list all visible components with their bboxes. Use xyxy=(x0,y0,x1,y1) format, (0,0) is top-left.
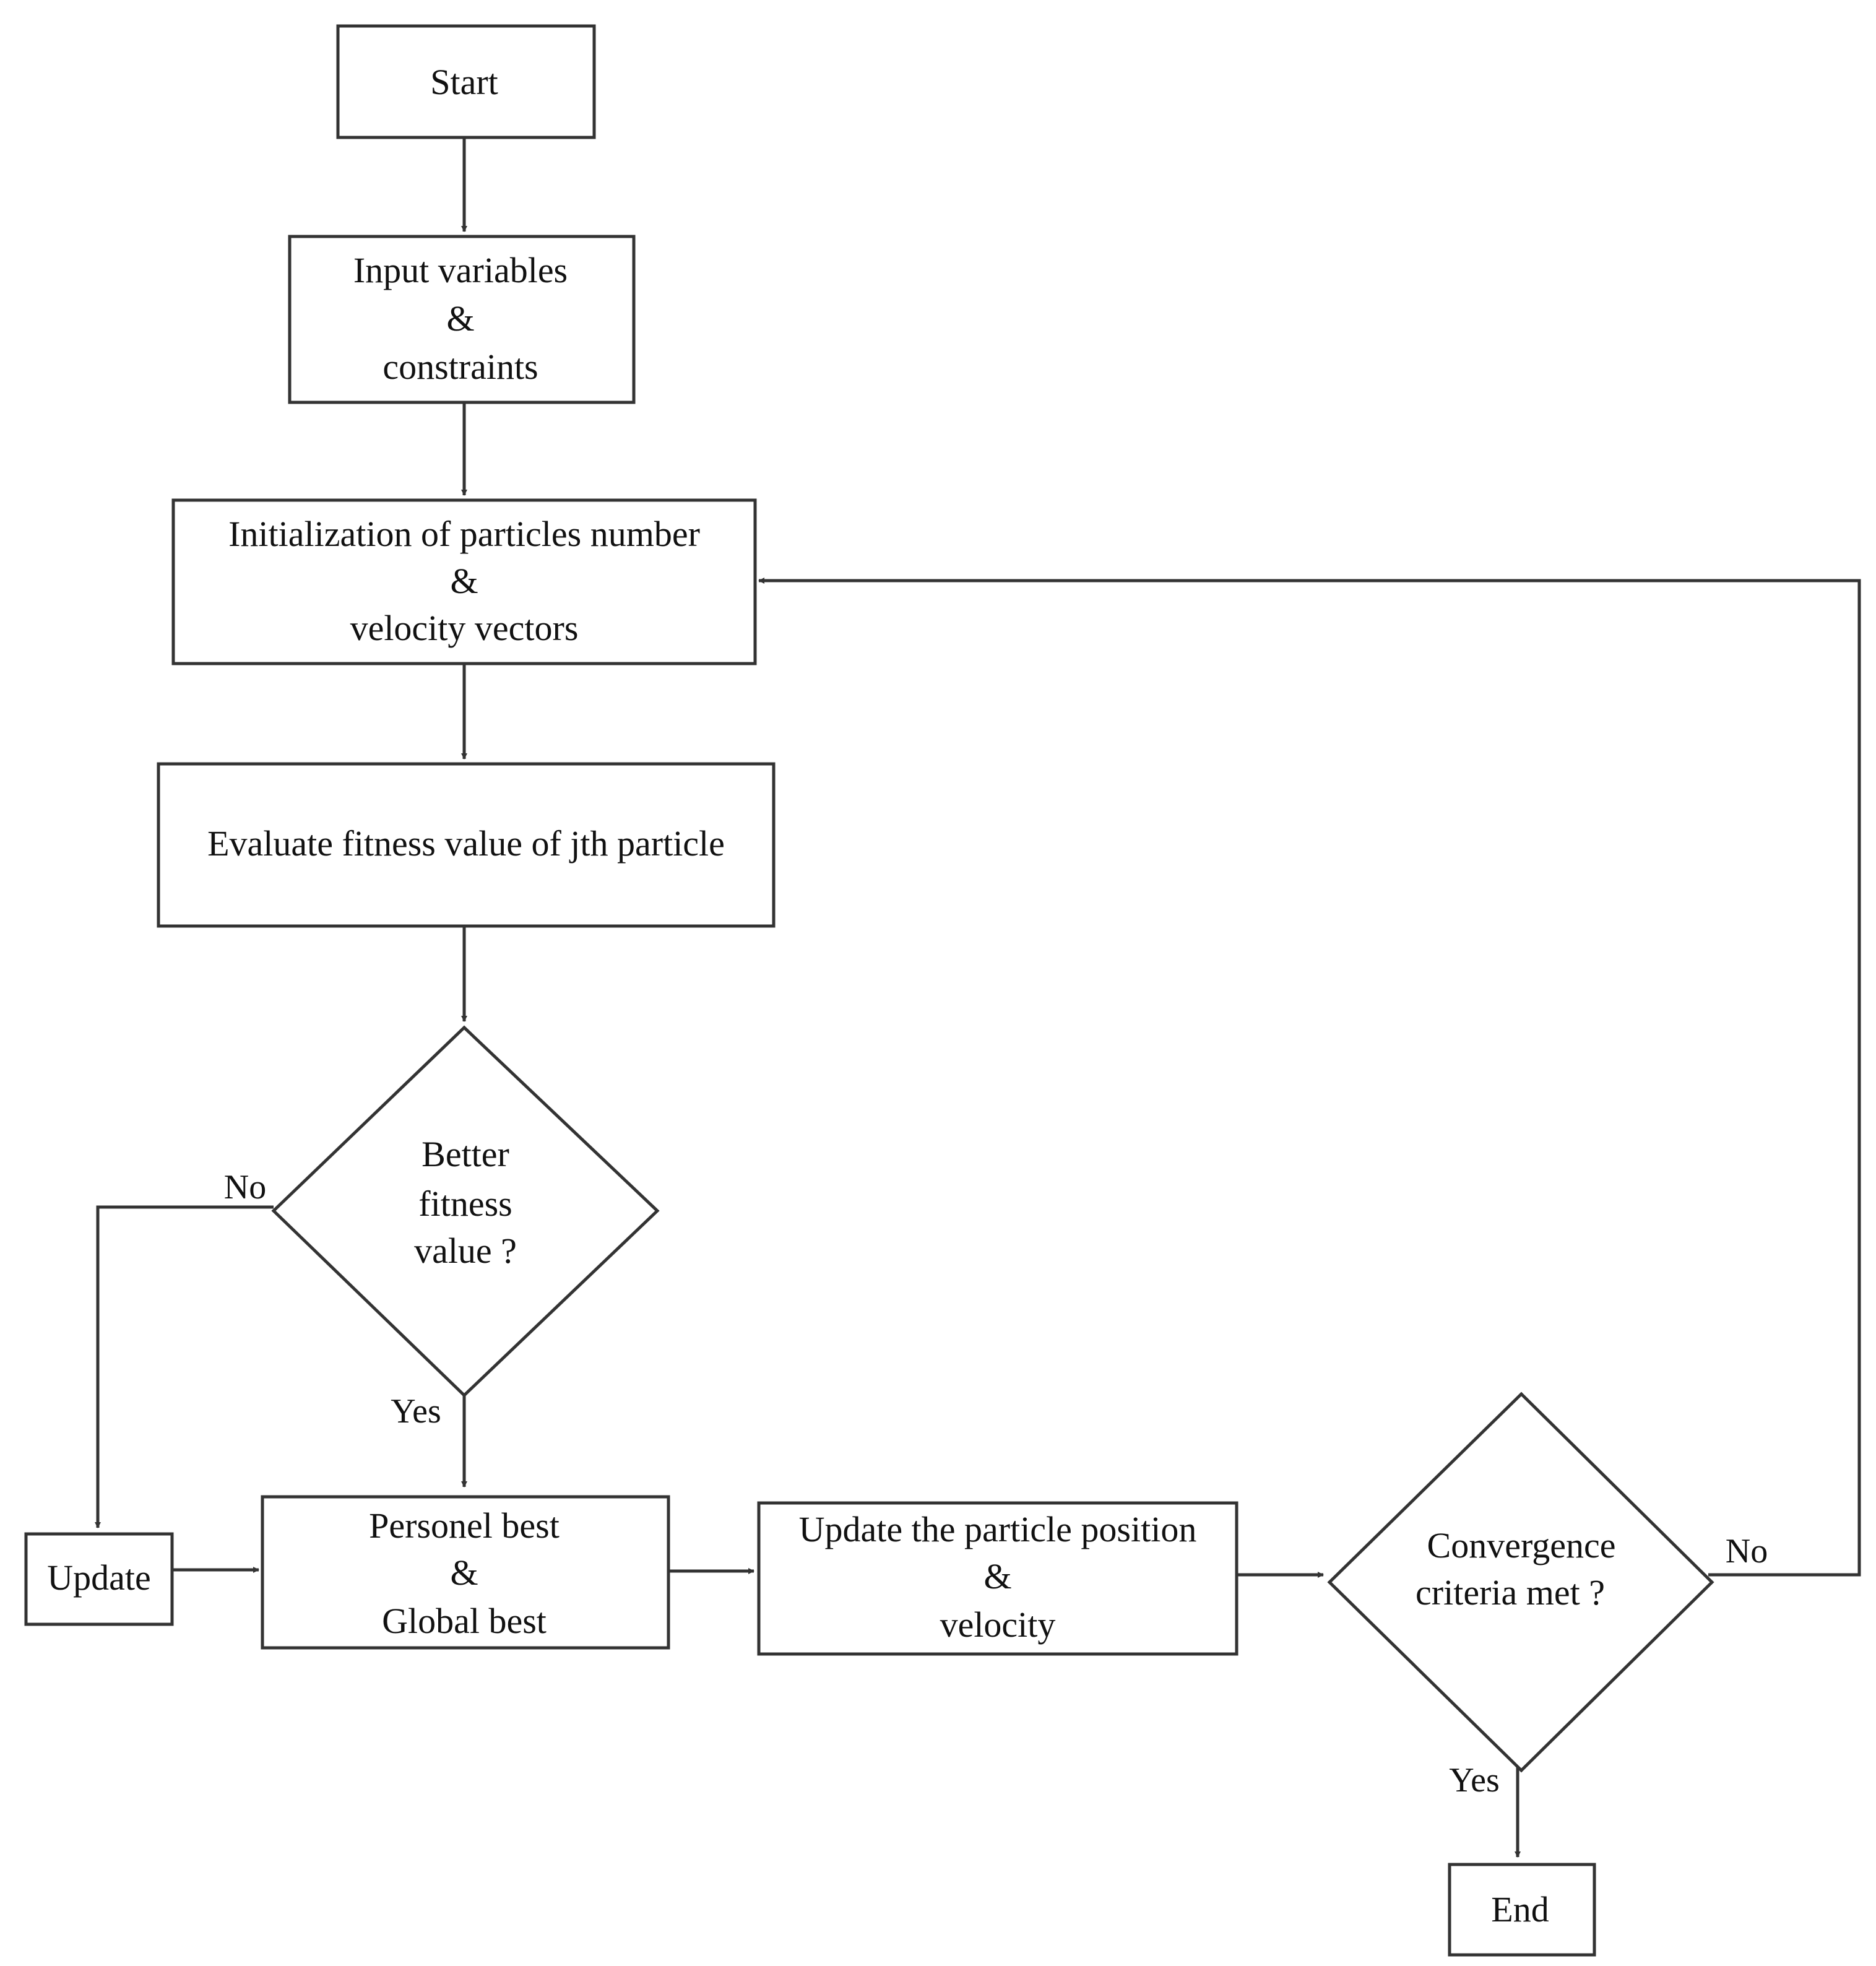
evaluate-node: Evaluate fitness value of jth particle xyxy=(157,762,776,928)
best-label-line2: & xyxy=(450,1552,478,1593)
convergence-decision-node: Convergence criteria met ? xyxy=(1327,1392,1714,1773)
best-label-line3: Global best xyxy=(382,1601,547,1641)
fitness-no-label: No xyxy=(224,1168,266,1206)
init-label-line1: Initialization of particles number xyxy=(228,514,700,554)
update-position-node: Update the particle position & velocity xyxy=(757,1501,1238,1656)
init-label-line3: velocity vectors xyxy=(350,608,579,648)
arrow-convergence-no-to-init xyxy=(758,578,1861,1577)
init-node: Initialization of particles number & vel… xyxy=(171,498,757,665)
start-node: Start xyxy=(336,24,596,139)
convergence-decision-line2: criteria met ? xyxy=(1416,1572,1605,1613)
fitness-yes-label: Yes xyxy=(391,1392,441,1431)
fitness-decision-line2: fitness xyxy=(418,1184,512,1224)
input-node: Input variables & constraints xyxy=(288,235,636,404)
input-label-line3: constraints xyxy=(383,347,538,387)
convergence-decision-line1: Convergence xyxy=(1427,1525,1616,1565)
start-label: Start xyxy=(430,62,498,102)
end-label: End xyxy=(1491,1889,1549,1929)
best-label-line1: Personel best xyxy=(369,1505,560,1546)
end-node: End xyxy=(1448,1863,1596,1957)
convergence-no-label: No xyxy=(1726,1532,1768,1570)
update-position-line1: Update the particle position xyxy=(799,1509,1197,1549)
fitness-decision-node: Better fitness value ? xyxy=(271,1025,660,1398)
convergence-yes-label: Yes xyxy=(1449,1761,1499,1799)
fitness-decision-line1: Better xyxy=(421,1134,509,1174)
input-label-line2: & xyxy=(446,298,474,339)
update-node: Update xyxy=(24,1532,174,1626)
update-position-line2: & xyxy=(983,1556,1011,1596)
update-label: Update xyxy=(47,1557,151,1598)
update-position-line3: velocity xyxy=(940,1604,1056,1645)
connectors xyxy=(95,137,1861,1858)
best-node: Personel best & Global best xyxy=(261,1495,670,1650)
input-label-line1: Input variables xyxy=(353,250,568,290)
arrow-decision-no-to-update xyxy=(95,1205,274,1528)
evaluate-label: Evaluate fitness value of jth particle xyxy=(207,823,725,864)
init-label-line2: & xyxy=(450,561,478,601)
fitness-decision-line3: value ? xyxy=(414,1231,517,1271)
